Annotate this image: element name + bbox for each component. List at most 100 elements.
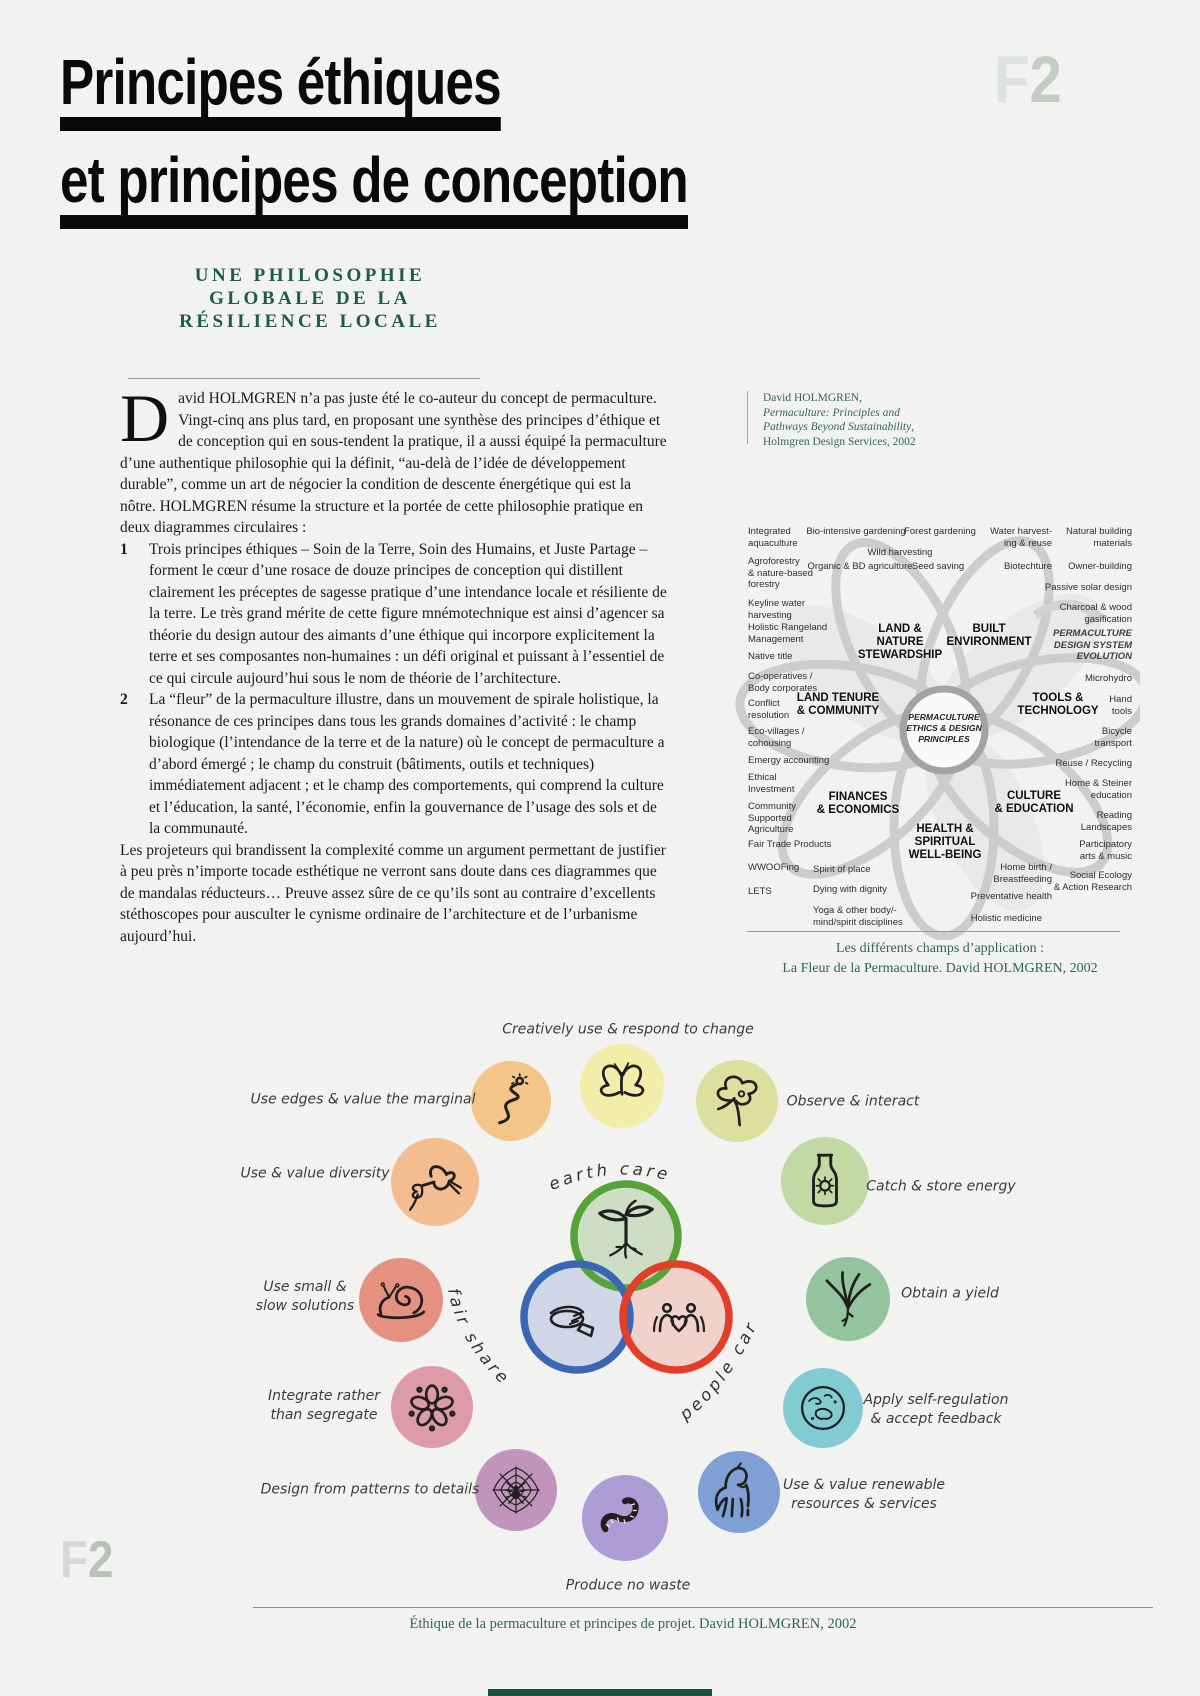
corner-tag-letter: F xyxy=(994,42,1030,116)
flower-field-label: Biotechture xyxy=(1003,561,1052,572)
flower-field-label: Organic & BD agriculture xyxy=(807,561,913,572)
principle-path xyxy=(471,1061,551,1141)
principle-horse xyxy=(698,1451,780,1533)
reference-author: David HOLMGREN, xyxy=(763,392,863,404)
principle-hummingbird xyxy=(391,1138,479,1226)
flower-caption-line1: Les différents champs d’application : xyxy=(835,941,1045,956)
corner-tag-letter: F xyxy=(60,1531,88,1589)
corner-tag-bottom: F2 xyxy=(60,1534,113,1586)
flower-field-label: Reuse / Recycling xyxy=(1055,758,1132,769)
section-subtitle: UNE PHILOSOPHIE GLOBALE DE LA RÉSILIENCE… xyxy=(145,264,475,333)
list-item: 1 Trois principes éthiques – Soin de la … xyxy=(120,539,668,690)
reference-publisher: , Holmgren Design Services, 2002 xyxy=(763,421,916,448)
snail-icon xyxy=(376,1282,426,1320)
list-item: 2 La “fleur” de la permaculture illustre… xyxy=(120,689,668,840)
flower-field-label: Fair Trade Products xyxy=(748,839,832,850)
principle-label: Use small &slow solutions xyxy=(255,1279,355,1314)
flower-field-label: WWOOFing xyxy=(748,862,800,873)
principle-label: Creatively use & respond to change xyxy=(502,1021,754,1038)
principle-spiderweb xyxy=(475,1449,557,1531)
flower-pattern-icon xyxy=(408,1384,456,1432)
tree-icon xyxy=(716,1075,758,1127)
principle-flower-pattern xyxy=(391,1366,473,1448)
flower-field-label: Preventative health xyxy=(970,891,1052,902)
principle-label: Use edges & value the marginal xyxy=(250,1091,476,1108)
radish-icon xyxy=(825,1271,872,1327)
divider xyxy=(128,378,480,379)
principle-worm xyxy=(582,1475,668,1561)
globe-icon xyxy=(800,1385,846,1431)
list-text: La “fleur” de la permaculture illustre, … xyxy=(149,691,665,837)
flower-field-label: Dying with dignity xyxy=(813,884,887,895)
flower-field-label: Emergy accounting xyxy=(748,755,830,766)
page-title-line1: Principes éthiques xyxy=(60,50,502,131)
flower-field-label: Water harvest-ing & reuse xyxy=(990,526,1052,549)
horse-icon xyxy=(714,1462,750,1518)
principle-label: Catch & store energy xyxy=(866,1178,1016,1195)
butterfly-icon xyxy=(599,1062,645,1097)
divider xyxy=(747,931,1120,932)
reference: David HOLMGREN, Permaculture: Principles… xyxy=(763,391,923,449)
principle-label: Obtain a yield xyxy=(901,1285,999,1302)
corner-tag-top: F2 xyxy=(994,46,1062,112)
bottle-icon xyxy=(812,1153,838,1208)
flower-field-label: Native title xyxy=(748,651,793,662)
worm-icon xyxy=(600,1497,639,1533)
flower-domain-label: LAND TENURE& COMMUNITY xyxy=(796,692,880,717)
seedling-icon xyxy=(598,1199,654,1259)
outro-paragraph: Les projeteurs qui brandissent la comple… xyxy=(120,841,666,945)
corner-tag-number: 2 xyxy=(1029,42,1062,116)
ethics-venn xyxy=(520,1180,733,1374)
flower-center-circle xyxy=(899,685,989,775)
drop-cap: D xyxy=(120,380,170,456)
flower-domain-label: TOOLS &TECHNOLOGY xyxy=(1017,692,1099,717)
path-icon xyxy=(498,1073,529,1125)
hummingbird-icon xyxy=(408,1165,462,1211)
subtitle-line: RÉSILIENCE LOCALE xyxy=(179,311,441,332)
page-title: Principes éthiques et principes de conce… xyxy=(60,50,689,246)
flower-field-label: Home birth /Breastfeeding xyxy=(993,862,1052,885)
wheel-caption: Éthique de la permaculture et principes … xyxy=(409,1616,857,1632)
flower-field-label: Yoga & other body/-mind/spirit disciplin… xyxy=(813,905,903,928)
principle-label: Produce no waste xyxy=(565,1577,691,1594)
hand-share-icon xyxy=(549,1305,595,1338)
flower-field-label: Bio-intensive gardening xyxy=(806,526,906,537)
flower-domain-label: CULTURE& EDUCATION xyxy=(994,790,1074,815)
page-title-line2: et principes de conception xyxy=(60,148,689,229)
principle-globe xyxy=(783,1368,863,1448)
spiderweb-icon xyxy=(492,1466,540,1514)
principle-bottle xyxy=(781,1137,869,1225)
principle-label: Apply self-regulation& accept feedback xyxy=(863,1392,1009,1427)
flower-field-label: Co-operatives /Body corporates xyxy=(748,671,818,694)
principle-label: Observe & interact xyxy=(786,1093,920,1110)
subtitle-line: UNE PHILOSOPHIE xyxy=(194,265,426,286)
principle-snail xyxy=(359,1258,443,1342)
flower-caption: Les différents champs d’application : La… xyxy=(700,939,1180,979)
principle-tree xyxy=(696,1060,778,1142)
intro-text: avid HOLMGREN n’a pas juste été le co-au… xyxy=(120,390,667,536)
flower-field-label: Eco-villages /cohousing xyxy=(748,726,805,749)
flower-field-label: LETS xyxy=(748,886,772,897)
corner-tag-number: 2 xyxy=(87,1531,114,1589)
list-number: 2 xyxy=(120,691,128,708)
flower-field-label: Seed saving xyxy=(911,561,965,572)
flower-caption-line2: La Fleur de la Permaculture. David HOLMG… xyxy=(782,961,1098,976)
